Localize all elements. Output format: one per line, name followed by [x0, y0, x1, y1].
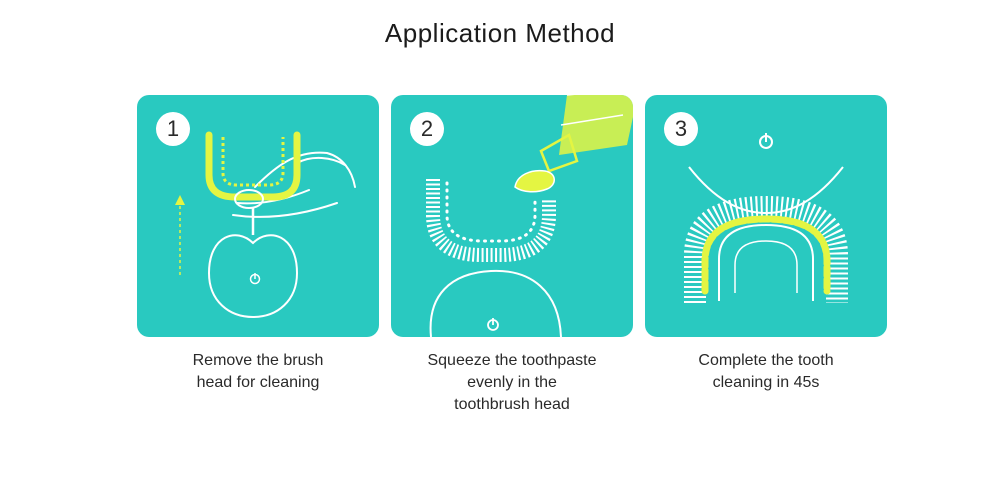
power-icon	[249, 273, 261, 285]
step-2-illustration	[426, 95, 633, 337]
step-1-card: 1	[137, 95, 379, 337]
caption-line: toothbrush head	[454, 396, 570, 413]
caption-line: cleaning in 45s	[712, 374, 820, 391]
step-2-card: 2	[391, 95, 633, 337]
step-number-badge: 1	[156, 112, 190, 146]
caption-line: Complete the tooth	[698, 352, 834, 369]
step-number-badge: 2	[410, 112, 444, 146]
step-1-caption: Remove the brush head for cleaning	[128, 350, 388, 394]
power-icon	[759, 133, 773, 149]
step-number-badge: 3	[664, 112, 698, 146]
step-3-card: 3	[645, 95, 887, 337]
page-title: Application Method	[384, 18, 616, 48]
step-3-illustration	[684, 133, 848, 303]
caption-line: Squeeze the toothpaste	[427, 352, 597, 369]
power-icon	[487, 318, 499, 331]
caption-line: evenly in the	[467, 374, 557, 391]
caption-line: head for cleaning	[196, 374, 320, 391]
step-1-illustration	[175, 131, 356, 319]
step-3-caption: Complete the tooth cleaning in 45s	[636, 350, 896, 394]
caption-line: Remove the brush	[192, 352, 324, 369]
step-2-caption: Squeeze the toothpaste evenly in the too…	[382, 350, 642, 416]
